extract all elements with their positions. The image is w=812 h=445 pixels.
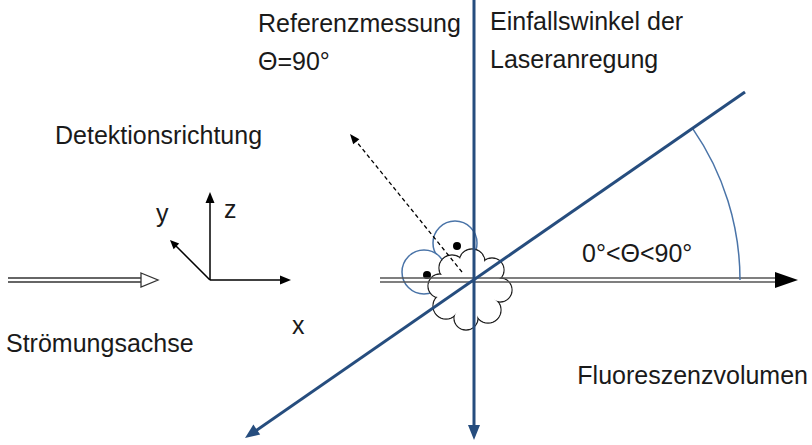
detection-label: Detektionsrichtung bbox=[55, 116, 262, 154]
axis-label: z bbox=[224, 190, 237, 228]
axis-label: y bbox=[156, 194, 169, 232]
reference-beam bbox=[468, 0, 480, 440]
flow-axis bbox=[380, 272, 798, 288]
reference-label: Referenzmessung Θ=90° bbox=[258, 4, 463, 80]
molecule-dot bbox=[453, 242, 461, 250]
flow-direction-arrow bbox=[8, 273, 158, 287]
detection-arrow bbox=[350, 134, 462, 272]
axis-label: x bbox=[292, 306, 305, 344]
incidence-label: Einfallswinkel der Laseranregung bbox=[490, 2, 740, 78]
angle-arc bbox=[693, 129, 740, 280]
flow-label: Strömungsachse bbox=[6, 324, 194, 362]
volume-label: Fluoreszenzvolumen bbox=[577, 356, 808, 394]
angle-label: 0°<Θ<90° bbox=[582, 234, 692, 272]
